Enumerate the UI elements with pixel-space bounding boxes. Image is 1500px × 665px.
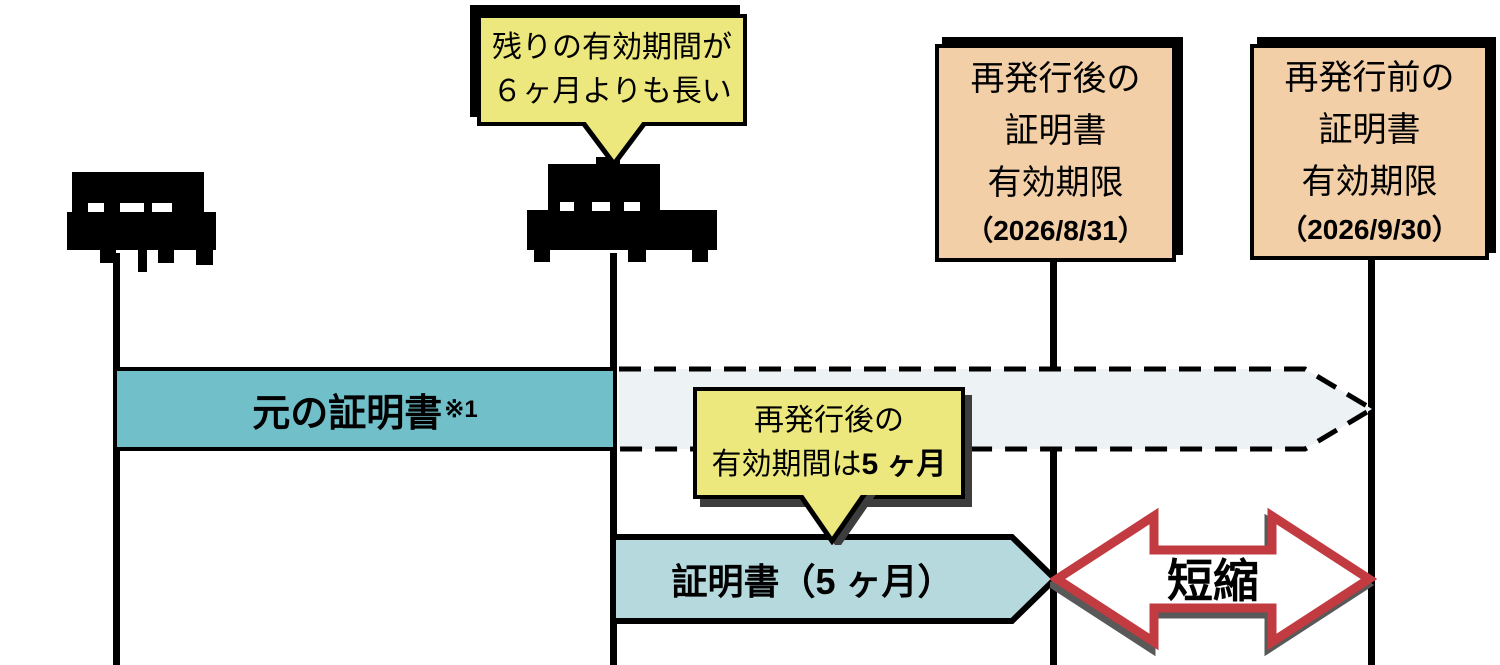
shorten-label: 短縮 — [1100, 552, 1326, 607]
callout-remaining-validity: 残りの有効期間が ６ヶ月よりも長い — [477, 14, 747, 126]
timeline-line-issue-left — [113, 253, 120, 665]
bar-original-certificate: 元の証明書※1 — [113, 367, 617, 451]
expiry-before-line2: 証明書 — [1318, 111, 1421, 149]
expiry-after-line2: 証明書 — [1004, 112, 1107, 150]
shorten-text: 短縮 — [1167, 555, 1259, 607]
expiry-after-date: （2026/8/31） — [965, 215, 1146, 246]
callout-pointer-icon — [579, 122, 649, 168]
shorten-double-arrow — [1050, 507, 1378, 651]
callout-period-line2-bold: 5 ヶ月 — [861, 448, 947, 481]
original-certificate-label: 元の証明書 — [252, 392, 443, 435]
callout-remaining-line2: ６ヶ月よりも長い — [492, 75, 732, 108]
timeline-line-reissue — [610, 253, 617, 665]
callout-period-line1: 再発行後の — [754, 404, 904, 437]
arrow-reissued-certificate — [610, 534, 1060, 624]
callout-remaining-line1: 残りの有効期間が — [492, 31, 732, 64]
callout-reissued-period: 再発行後の 有効期間は5 ヶ月 — [693, 387, 965, 499]
original-certificate-note: ※1 — [444, 395, 478, 423]
expiry-before-line1: 再発行前の — [1284, 59, 1455, 97]
callout-period-line2: 有効期間は5 ヶ月 — [711, 443, 946, 487]
callout-period-line2-prefix: 有効期間は — [711, 448, 862, 481]
expiry-after-line3: 有効期限 — [987, 164, 1124, 202]
expiry-before-date: （2026/9/30） — [1279, 214, 1460, 245]
callout-pointer-icon — [797, 495, 867, 545]
expiry-before-line3: 有効期限 — [1301, 163, 1438, 201]
timeline-line-expiry-before — [1368, 258, 1375, 665]
reissued-certificate-text: 証明書（5 ヶ月） — [671, 561, 954, 602]
box-expiry-before-reissue: 再発行前の 証明書 有効期限 （2026/9/30） — [1250, 44, 1489, 260]
timeline-line-expiry-after — [1050, 258, 1057, 665]
expiry-after-line1: 再発行後の — [970, 60, 1141, 98]
reissued-certificate-label: 証明書（5 ヶ月） — [610, 533, 1015, 625]
box-expiry-after-reissue: 再発行後の 証明書 有効期限 （2026/8/31） — [935, 44, 1176, 262]
